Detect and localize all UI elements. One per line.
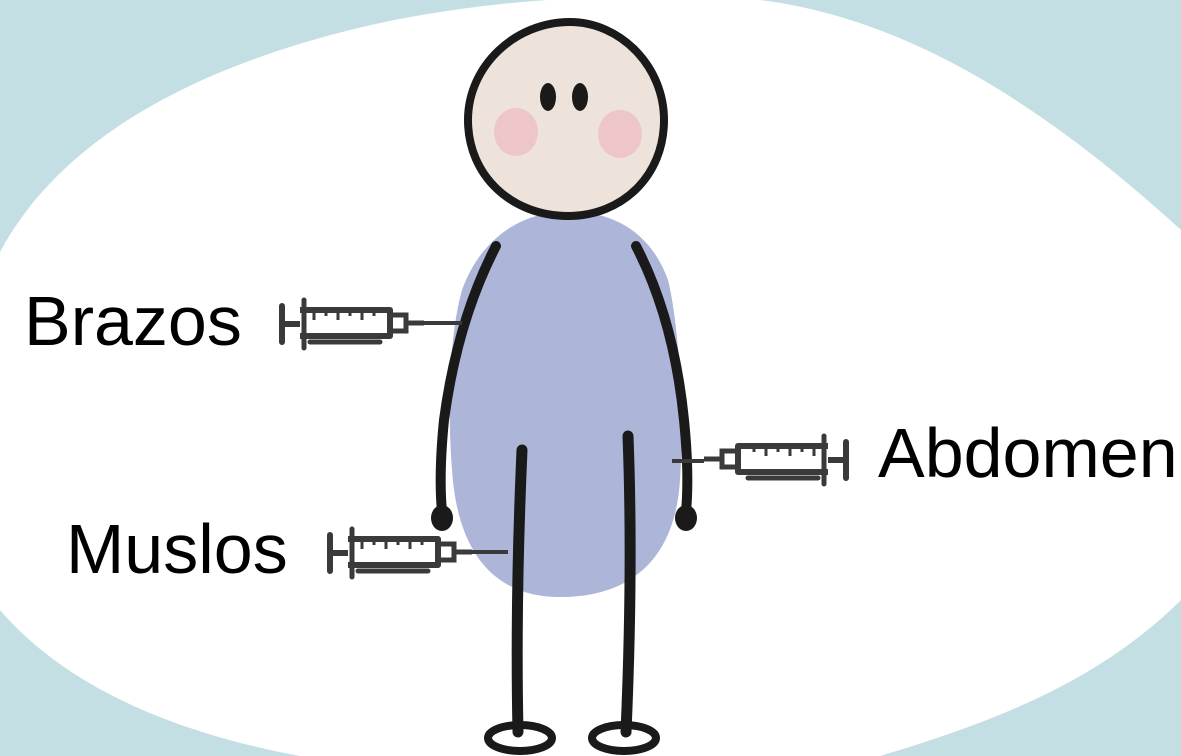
arms-label: Brazos — [24, 286, 242, 356]
head — [468, 22, 664, 216]
abdomen-label: Abdomen — [878, 418, 1178, 488]
right-eye — [572, 83, 588, 111]
left-eye — [540, 83, 556, 111]
right-cheek — [598, 110, 642, 158]
left-cheek — [494, 108, 538, 156]
thighs-label: Muslos — [66, 514, 288, 584]
